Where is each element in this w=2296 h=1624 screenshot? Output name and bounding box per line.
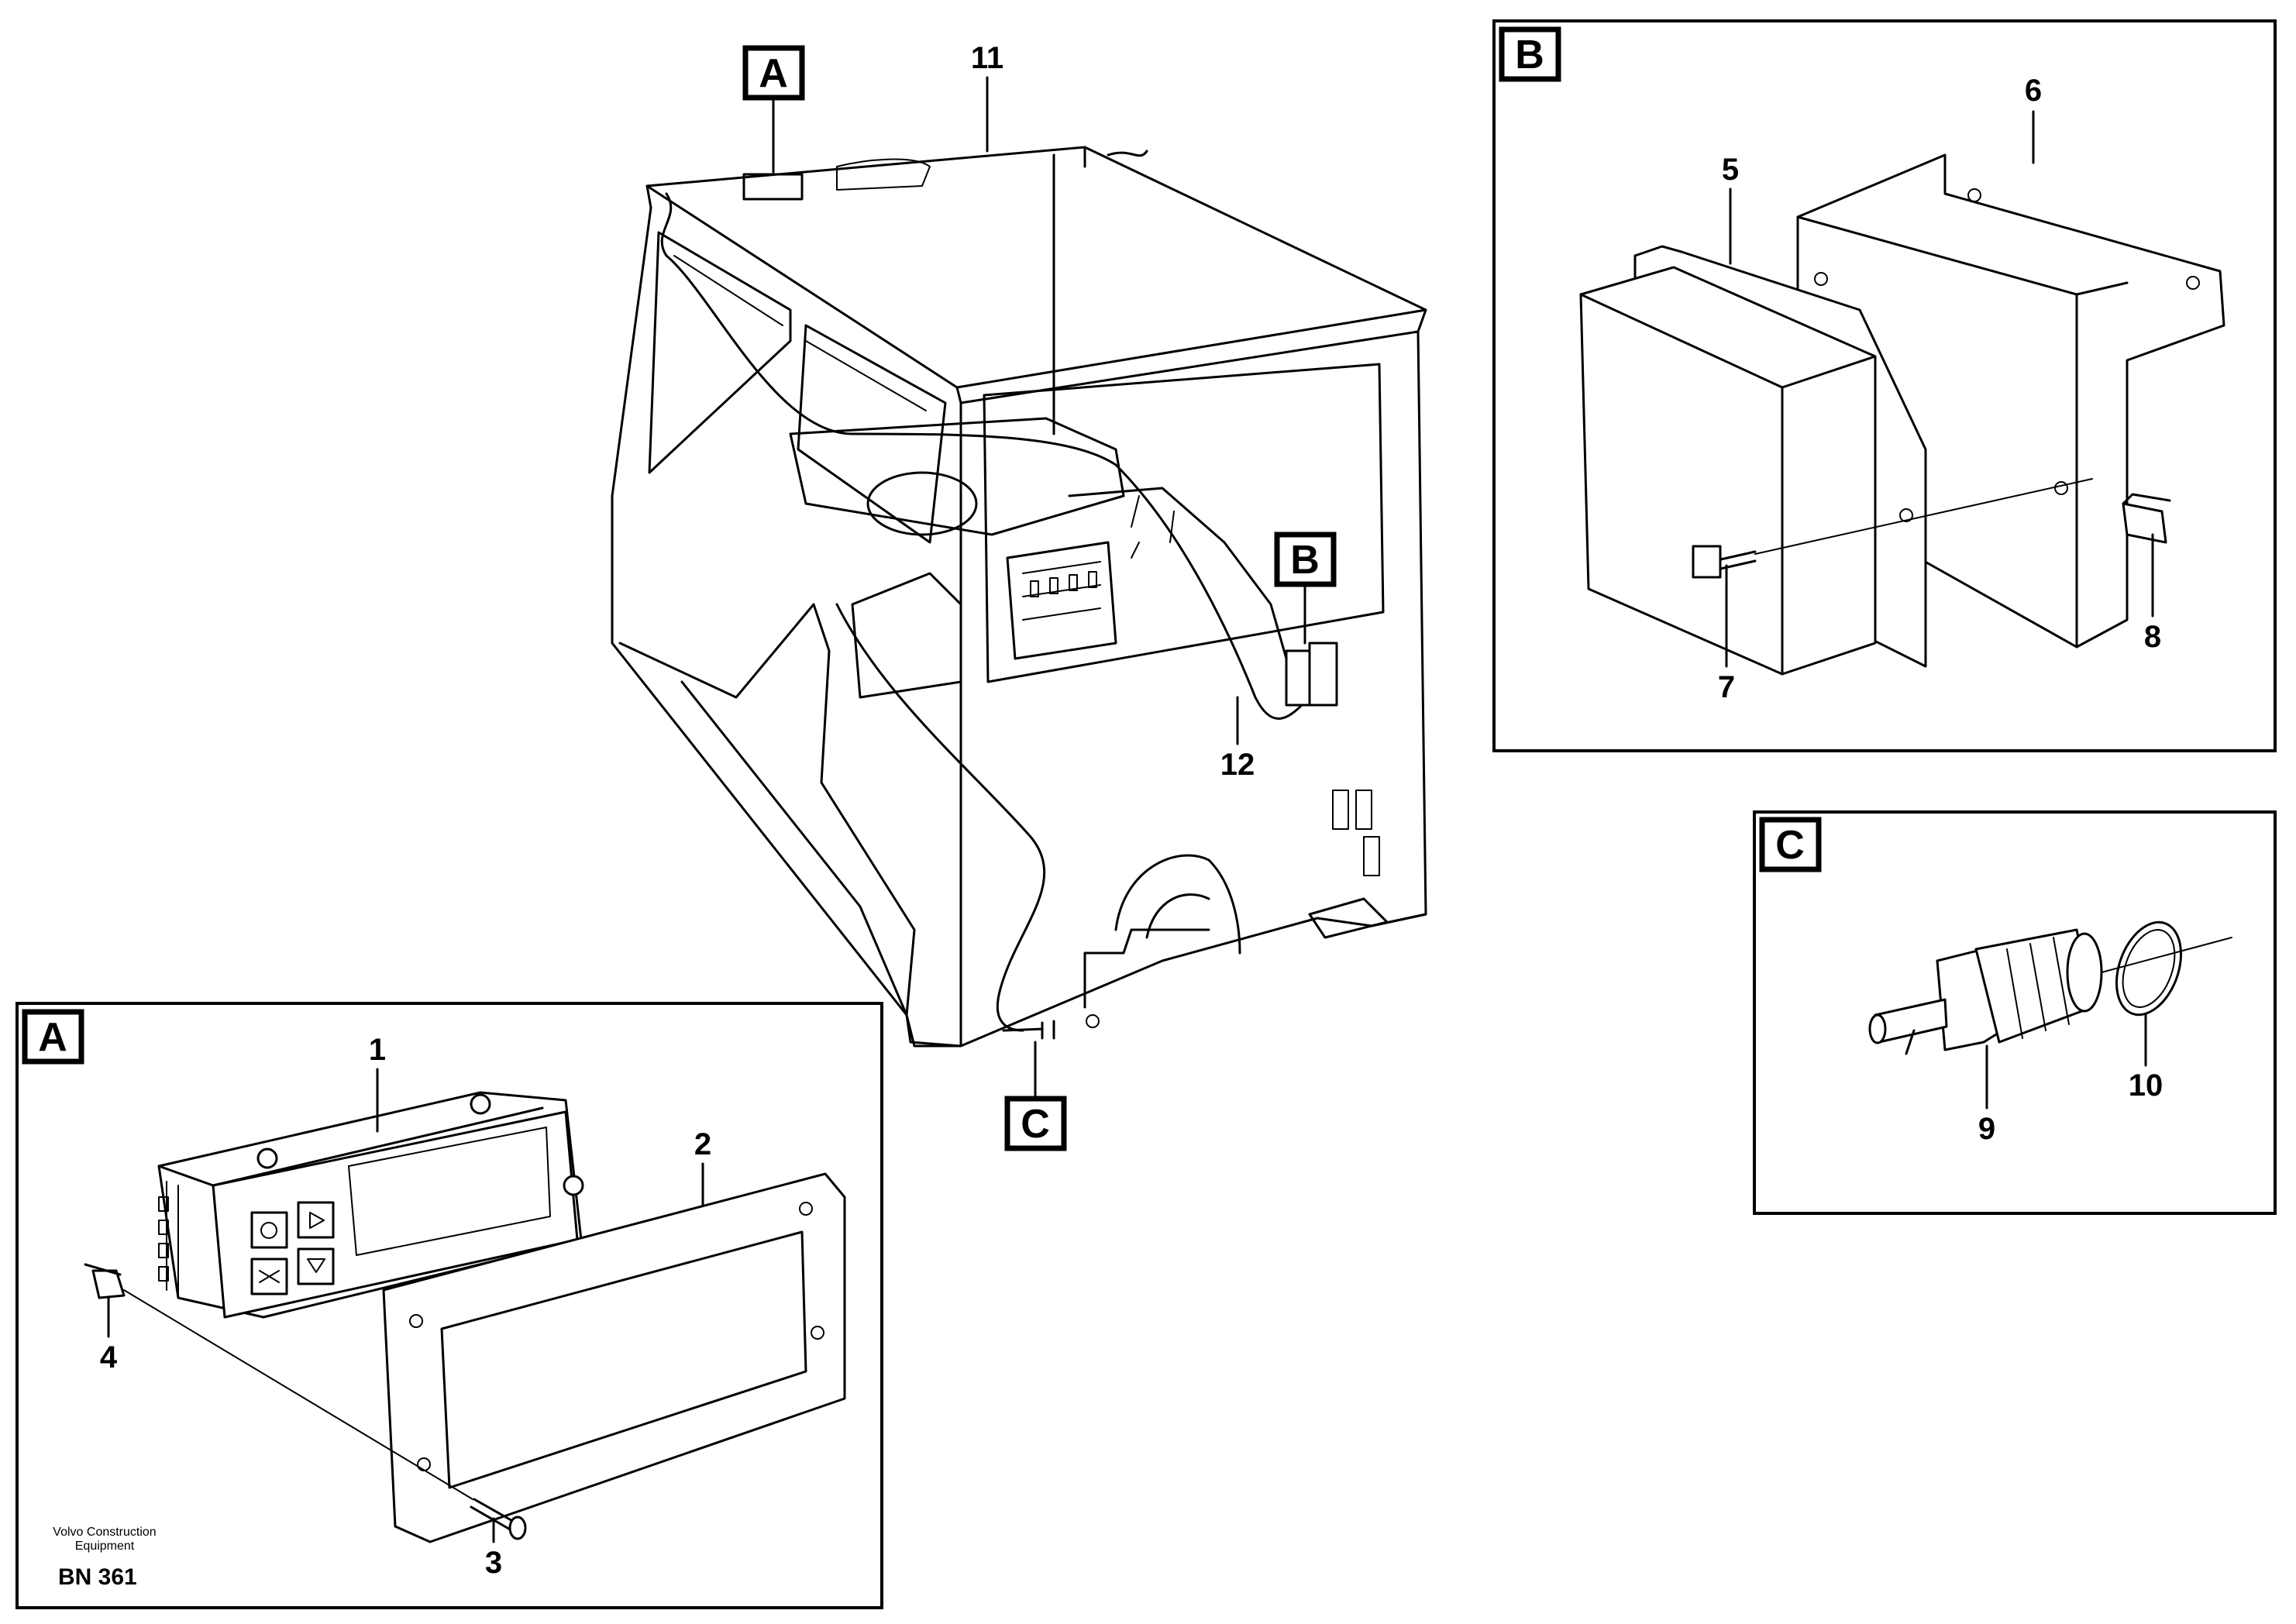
panel-a-tag: A [38, 1015, 67, 1060]
part-number-4: 4 [100, 1340, 118, 1375]
part-number-8: 8 [2144, 620, 2161, 654]
sensor-part-9 [1868, 928, 2232, 1055]
part-number-11: 11 [971, 41, 1003, 75]
part-number-1: 1 [369, 1033, 386, 1067]
callout-c-main-label: C [1021, 1102, 1050, 1147]
clip-part-4 [84, 1263, 126, 1299]
clip-part-8 [2122, 493, 2171, 544]
drawing-code: BN 361 [58, 1564, 137, 1590]
part-number-2: 2 [694, 1127, 711, 1161]
part-number-5: 5 [1722, 153, 1739, 187]
callout-a-main-label: A [759, 51, 788, 96]
detail-panel-a: A [15, 1002, 883, 1609]
cab-illustration [611, 146, 1427, 1048]
publisher-name-line2: Equipment [75, 1540, 135, 1553]
part-number-9: 9 [1978, 1112, 1995, 1146]
panel-b-tag: B [1515, 33, 1544, 77]
callout-c-main: C [1004, 1041, 1067, 1151]
callout-b-main-label: B [1290, 538, 1320, 583]
publisher-name-line1: Volvo Construction [53, 1526, 156, 1539]
part-number-3: 3 [485, 1546, 502, 1580]
callout-a-main: A [742, 45, 805, 174]
panel-c-tag: C [1775, 823, 1805, 868]
mounting-frame-part-2 [382, 1172, 846, 1543]
detail-panel-b: B 5 [1492, 19, 2277, 752]
screw-part-3 [123, 1289, 527, 1540]
part-number-10: 10 [2129, 1068, 2163, 1103]
detail-panel-c: C 9 10 [1753, 810, 2277, 1215]
part-number-7: 7 [1718, 670, 1735, 704]
climate-control-unit-part-1 [157, 1091, 584, 1319]
callout-b-main: B [1274, 532, 1337, 645]
seal-ring-part-10 [2115, 920, 2183, 1017]
screw-part-7 [1692, 478, 2093, 579]
part-number-6: 6 [2025, 74, 2042, 108]
part-number-12: 12 [1220, 748, 1255, 782]
